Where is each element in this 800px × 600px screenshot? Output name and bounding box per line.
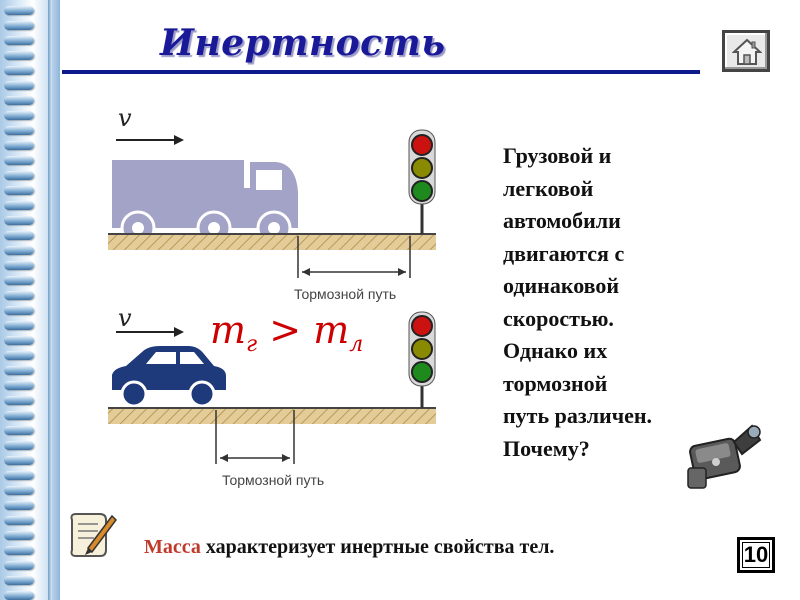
conclusion-rest: характеризует инертные свойства тел.: [200, 536, 555, 558]
car-velocity-label: v: [118, 304, 132, 332]
binder-ring: [4, 561, 34, 570]
truck-velocity-arrow: [116, 135, 184, 145]
formula-operator: >: [269, 308, 302, 352]
binder-ring: [4, 291, 34, 300]
binder-ring: [4, 486, 34, 495]
pen-scroll-icon[interactable]: [66, 510, 118, 565]
car: [112, 346, 226, 408]
conclusion-text: Масса характеризует инертные свойства те…: [144, 536, 554, 559]
page-number: 10: [743, 542, 769, 567]
page-title: Инертность: [160, 22, 446, 64]
mass-inequality-formula: mг > mл: [210, 308, 363, 357]
binder-ring: [4, 531, 34, 540]
binder-ring: [4, 366, 34, 375]
truck-braking-distance: [297, 236, 411, 278]
binder-ring: [4, 186, 34, 195]
binder-ring: [4, 171, 34, 180]
binder-ring: [4, 96, 34, 105]
spiral-binding: [0, 0, 60, 600]
home-button[interactable]: [722, 30, 770, 72]
truck-traffic-light: [408, 129, 436, 234]
binder-ring: [4, 441, 34, 450]
question-line: тормозной: [503, 370, 608, 396]
car-velocity-arrow: [116, 327, 184, 337]
conclusion-accent: Масса: [144, 536, 201, 558]
binder-ring: [4, 21, 34, 30]
binder-ring: [4, 306, 34, 315]
binder-ring: [4, 141, 34, 150]
binder-ring: [4, 381, 34, 390]
binder-ring: [4, 411, 34, 420]
binder-ring: [4, 426, 34, 435]
binder-ring: [4, 111, 34, 120]
page-number-frame: [742, 542, 770, 568]
binder-ring: [4, 471, 34, 480]
formula-m1: m: [210, 308, 247, 352]
car-traffic-light: [408, 311, 436, 408]
question-line: скоростью.: [503, 305, 614, 331]
binder-ring: [4, 66, 34, 75]
binder-ring: [4, 321, 34, 330]
binder-ring: [4, 276, 34, 285]
question-line: двигаются с: [503, 240, 625, 266]
question-text: Грузовой и легковой автомобили двигаются с о…: [503, 140, 703, 465]
binder-ring: [4, 216, 34, 225]
binder-ring: [4, 36, 34, 45]
binder-ring: [4, 246, 34, 255]
car-road: [108, 407, 436, 424]
binder-ring: [4, 576, 34, 585]
binder-ring: [4, 396, 34, 405]
question-line: Почему?: [503, 435, 590, 461]
binder-ring: [4, 81, 34, 90]
braking-illustration: v v Тормозной путь Тормозной путь: [104, 100, 449, 505]
truck-velocity-label: v: [118, 104, 132, 132]
question-line: путь различен.: [503, 403, 653, 428]
page-number-badge: 10: [737, 537, 775, 573]
braking-scene-svg: [108, 129, 436, 464]
formula-sub2: л: [349, 332, 364, 357]
question-line: Грузовой и: [503, 143, 612, 168]
binder-ring: [4, 201, 34, 210]
binder-ring: [4, 516, 34, 525]
binder-ring: [4, 126, 34, 135]
binder-ring: [4, 591, 34, 600]
car-brake-label: Тормозной путь: [222, 472, 325, 488]
title-underline: [62, 70, 700, 74]
car-braking-distance: [215, 410, 295, 464]
truck-road: [108, 233, 436, 250]
question-line: Однако их: [503, 338, 608, 363]
binder-ring: [4, 261, 34, 270]
binder-ring: [4, 546, 34, 555]
question-line: автомобили: [503, 208, 621, 233]
truck-brake-label: Тормозной путь: [294, 286, 397, 302]
question-line: легковой: [503, 175, 594, 201]
formula-m2: m: [313, 308, 350, 352]
binder-ring: [4, 156, 34, 165]
binder-ring: [4, 231, 34, 240]
binder-ring: [4, 501, 34, 510]
video-camera-icon[interactable]: [686, 418, 764, 497]
binding-edge: [48, 0, 52, 600]
binder-ring: [4, 336, 34, 345]
home-icon: [732, 38, 762, 65]
formula-sub1: г: [246, 332, 258, 357]
binder-ring: [4, 456, 34, 465]
binder-ring: [4, 6, 34, 15]
question-line: одинаковой: [503, 273, 620, 298]
binder-ring: [4, 351, 34, 360]
binder-ring: [4, 51, 34, 60]
